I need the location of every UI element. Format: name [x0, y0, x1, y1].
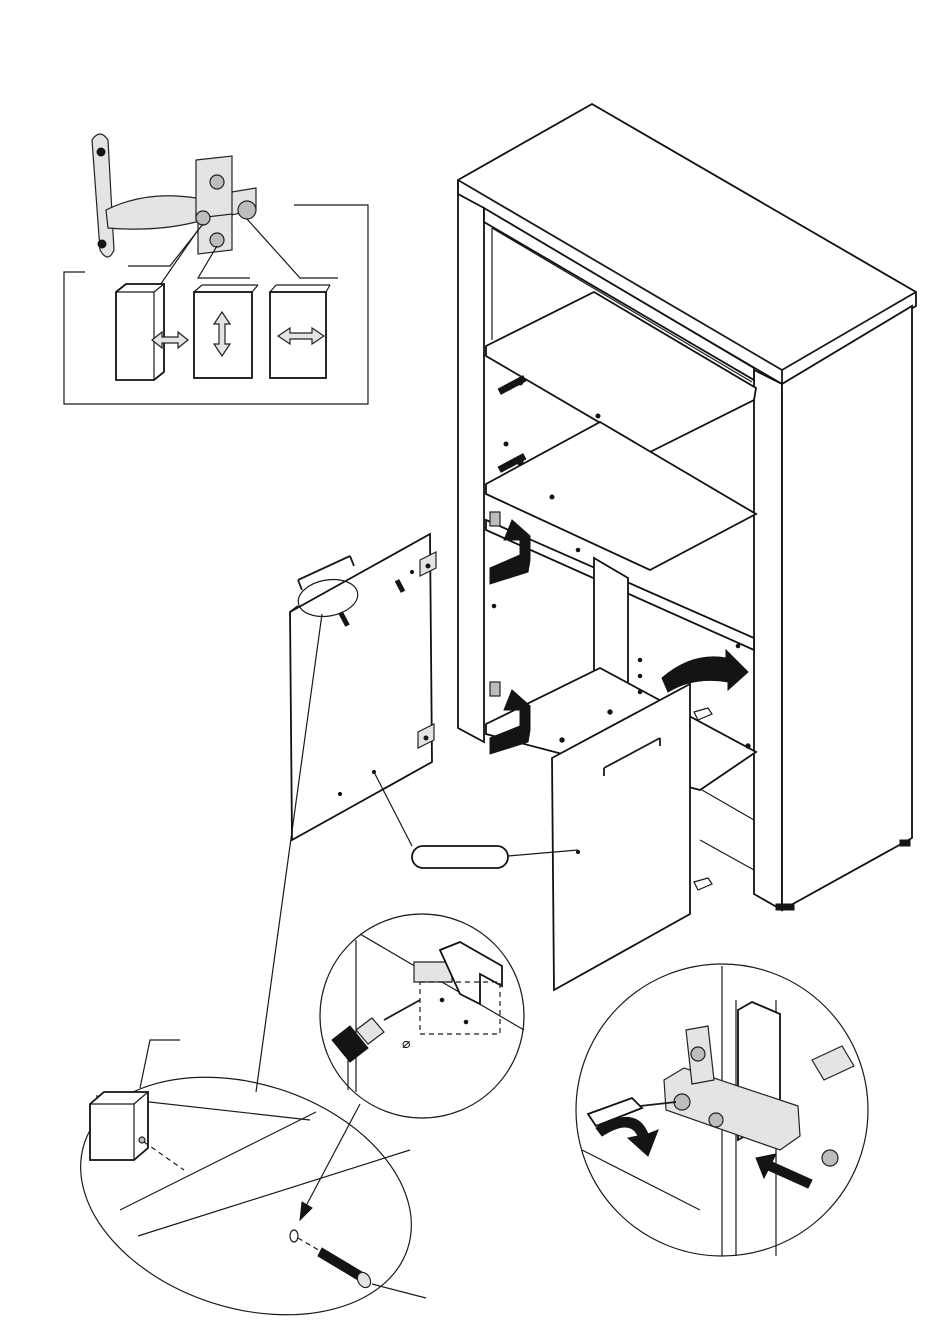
diameter-icon: ⌀	[402, 1036, 411, 1052]
hinge-mounting-detail: ⌀	[320, 914, 524, 1118]
left-door	[256, 534, 436, 1092]
push-arrow-icon	[756, 1154, 812, 1188]
hinge-screwdriver-detail	[576, 964, 868, 1256]
part-label-callout	[374, 772, 578, 868]
rotate-arrow-icon	[596, 1117, 658, 1156]
handle-screw-detail	[50, 1037, 443, 1344]
rotate-arrow-icon	[662, 650, 748, 692]
hinge-adjustment-inset	[64, 134, 368, 404]
